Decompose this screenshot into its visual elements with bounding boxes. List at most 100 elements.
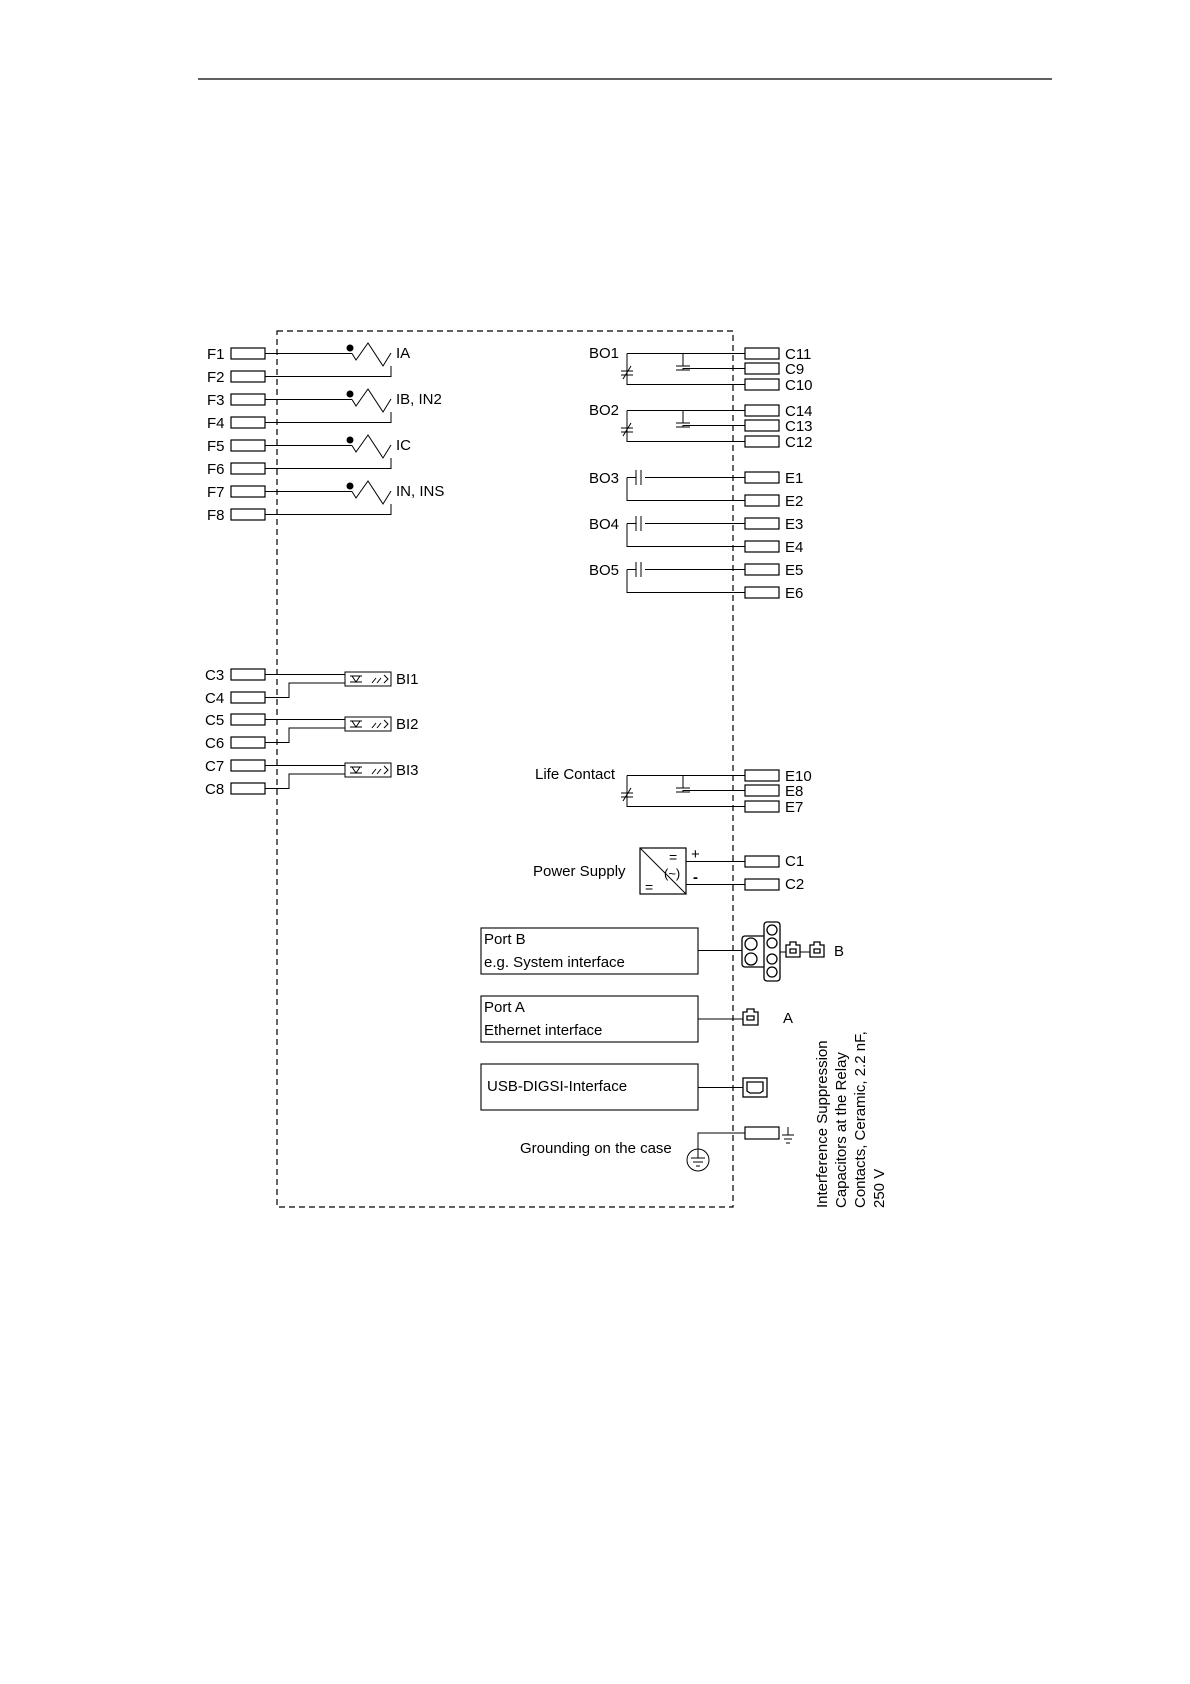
terminal-c7[interactable]	[230, 759, 266, 772]
terminal-label-c13: C13	[785, 418, 813, 435]
terminal-e1[interactable]	[744, 471, 780, 484]
changeover-contact-wiring	[626, 353, 745, 385]
terminal-c13[interactable]	[744, 419, 780, 432]
terminal-f3[interactable]	[230, 393, 266, 406]
note-line-1: Interference Suppression	[814, 1040, 831, 1208]
terminal-c8[interactable]	[230, 782, 266, 795]
power-supply: Power Supply = (~) = + - C1 C2	[533, 846, 804, 895]
usb-port-icon[interactable]	[742, 1077, 768, 1098]
ground-terminal[interactable]	[744, 1126, 780, 1140]
terminal-c10[interactable]	[744, 378, 780, 391]
terminal-f5[interactable]	[230, 439, 266, 452]
port-b-description: e.g. System interface	[484, 954, 625, 971]
terminal-c9[interactable]	[744, 362, 780, 375]
binary-output-label-bo3: BO3	[589, 470, 619, 487]
terminal-c1[interactable]	[744, 855, 780, 868]
current-input-label-in: IN, INS	[396, 483, 444, 500]
port-b-box	[480, 927, 699, 975]
note-line-4: 250 V	[871, 1169, 888, 1208]
binary-input-wiring	[265, 674, 345, 698]
binary-input-bi1: C3 C4 BI1	[205, 667, 419, 707]
binary-output-bo5: BO5 E5 E6	[589, 562, 803, 602]
terminal-label-f2: F2	[207, 369, 225, 386]
current-input-label-ic: IC	[396, 437, 411, 454]
port-a-title: Port A	[484, 999, 525, 1016]
terminal-e6[interactable]	[744, 586, 780, 599]
port-a: Port A Ethernet interface A	[480, 995, 793, 1043]
binary-output-label-bo2: BO2	[589, 402, 619, 419]
terminal-label-c2: C2	[785, 876, 804, 893]
converter-diagonal	[639, 847, 687, 895]
current-input-wiring	[265, 353, 392, 377]
device-enclosure	[276, 330, 734, 1208]
port-b-pin-icon	[766, 924, 778, 936]
converter-dc-symbol-top: =	[669, 849, 677, 865]
terminal-label-f5: F5	[207, 438, 225, 455]
port-b-plug-icon	[809, 941, 825, 958]
terminal-e3[interactable]	[744, 517, 780, 530]
terminal-c12[interactable]	[744, 435, 780, 448]
terminal-f8[interactable]	[230, 508, 266, 521]
terminal-e2[interactable]	[744, 494, 780, 507]
terminal-e5[interactable]	[744, 563, 780, 576]
ct-coil-icon	[351, 480, 392, 505]
current-input-wiring	[265, 399, 392, 423]
note-line-3: Contacts, Ceramic, 2.2 nF,	[852, 1031, 869, 1208]
changeover-contact-wiring	[626, 775, 745, 807]
binary-output-bo4: BO4 E3 E4	[589, 516, 803, 556]
optocoupler-detail	[350, 765, 389, 775]
terminal-f7[interactable]	[230, 485, 266, 498]
current-input-wiring	[265, 491, 392, 515]
terminal-e4[interactable]	[744, 540, 780, 553]
power-supply-wiring	[686, 861, 745, 885]
terminal-c5[interactable]	[230, 713, 266, 726]
terminal-c14[interactable]	[744, 404, 780, 417]
no-contact-wiring	[626, 470, 745, 501]
terminal-label-f3: F3	[207, 392, 225, 409]
ct-coil-icon	[351, 434, 392, 459]
terminal-e10[interactable]	[744, 769, 780, 782]
terminal-e7[interactable]	[744, 800, 780, 813]
ct-coil-icon	[351, 342, 392, 367]
terminal-label-e8: E8	[785, 783, 803, 800]
polarity-dot	[346, 436, 354, 444]
terminal-f4[interactable]	[230, 416, 266, 429]
current-input-wiring	[265, 445, 392, 469]
terminal-label-e10: E10	[785, 768, 812, 785]
optocoupler-icon	[344, 716, 392, 732]
terminal-label-e5: E5	[785, 562, 803, 579]
usb-label: USB-DIGSI-Interface	[487, 1078, 627, 1095]
terminal-c3[interactable]	[230, 668, 266, 681]
terminal-c6[interactable]	[230, 736, 266, 749]
converter-dc-symbol-bottom: =	[645, 879, 653, 895]
current-input-in: F7 F8 IN, INS	[207, 480, 444, 524]
note-line-2: Capacitors at the Relay	[833, 1052, 850, 1208]
terminal-label-f8: F8	[207, 507, 225, 524]
terminal-label-e1: E1	[785, 470, 803, 487]
current-input-label-ia: IA	[396, 345, 410, 362]
binary-output-label-bo5: BO5	[589, 562, 619, 579]
terminal-label-c8: C8	[205, 781, 224, 798]
power-minus-sign: -	[693, 869, 698, 886]
no-contact-wiring	[626, 516, 745, 547]
binary-input-label-bi3: BI3	[396, 762, 419, 779]
polarity-dot	[346, 344, 354, 352]
terminal-c2[interactable]	[744, 878, 780, 891]
power-supply-label: Power Supply	[533, 863, 626, 880]
binary-output-bo3: BO3 E1 E2	[589, 470, 803, 510]
binary-input-wiring	[265, 719, 345, 743]
terminal-c11[interactable]	[744, 347, 780, 360]
port-a-ethernet-icon[interactable]	[742, 1008, 759, 1026]
port-a-letter: A	[783, 1010, 793, 1027]
terminal-f1[interactable]	[230, 347, 266, 360]
terminal-e8[interactable]	[744, 784, 780, 797]
binary-output-bo1: BO1 C11 C9 C10	[589, 345, 813, 394]
terminal-c4[interactable]	[230, 691, 266, 704]
terminal-f2[interactable]	[230, 370, 266, 383]
terminal-label-c9: C9	[785, 361, 804, 378]
binary-output-label-bo1: BO1	[589, 345, 619, 362]
terminal-f6[interactable]	[230, 462, 266, 475]
case-ground-icon	[686, 1148, 710, 1172]
ct-coil-icon	[351, 388, 392, 413]
